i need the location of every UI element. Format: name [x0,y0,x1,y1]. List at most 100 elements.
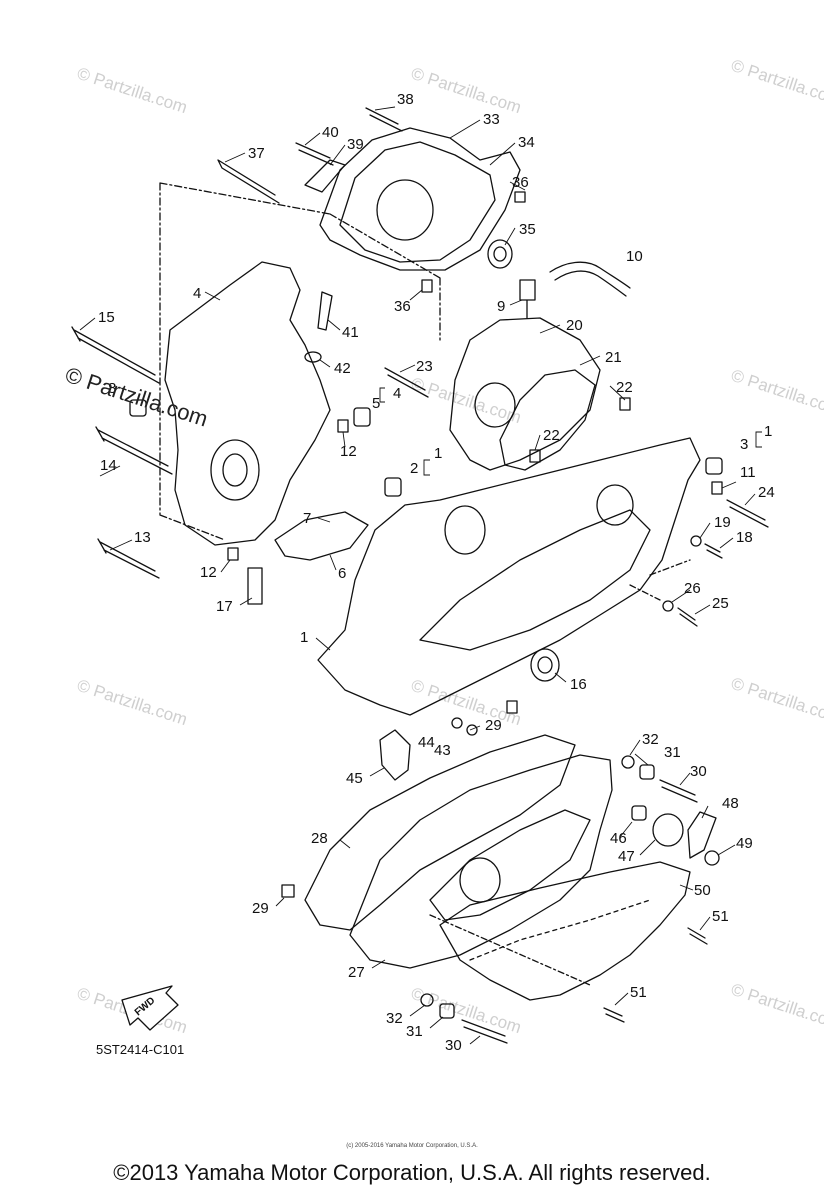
dipstick-41 [317,291,333,331]
callout-number: 31 [406,1023,423,1040]
leader-line [429,1016,444,1029]
leader-line [109,539,133,551]
callout-number: 18 [736,529,753,546]
leader-line [509,299,523,306]
dowel-36 [421,279,433,293]
leader-line [534,434,541,451]
collar-3 [705,457,723,475]
callout-number: 47 [618,848,635,865]
leader-line [509,181,526,191]
callout-number: 22 [616,379,633,396]
bolt-51 [687,927,708,945]
oil-seal-35-inner [493,246,507,262]
callout-labels: 38 33 34 40 39 37 36 35 10 36 4 9 41 20 … [98,91,775,1054]
dowel-22 [619,397,631,411]
callout-number: 10 [626,248,643,265]
cover-hole [376,179,434,241]
long-bolt-14 [95,426,173,475]
leader-line [239,597,253,606]
bracket-3-1 [755,431,762,448]
leader-line [409,289,423,301]
long-bolt-15 [71,326,160,384]
leader-line [679,772,691,786]
callout-number: 19 [714,514,731,531]
diagram-code: 5ST2414-C101 [96,1042,185,1057]
callout-number: 20 [566,317,583,334]
leader-line [329,144,346,166]
callout-number: 14 [100,457,117,474]
callout-number: 37 [248,145,265,162]
leader-line [619,821,633,838]
callout-number: 1 [434,445,442,462]
leader-line [204,291,221,301]
callout-number: 36 [512,174,529,191]
ref-dash-right [629,559,691,601]
crankcase-cover-27 [349,754,613,969]
callout-number: 2 [410,460,418,477]
callout-number: 12 [340,443,357,460]
callout-number: 46 [610,830,627,847]
callout-number: 4 [193,285,201,302]
leader-line [342,431,346,448]
watermark: © Partzilla.com [409,64,524,117]
bearing-5 [353,407,371,427]
leader-line [409,1004,426,1017]
callout-number: 34 [518,134,535,151]
leader-line [634,753,649,766]
callout-number: 43 [434,742,451,759]
callout-number: 36 [394,298,411,315]
long-bolt-37 [217,159,280,204]
washer-32 [621,755,635,769]
o-ring-42 [304,351,322,363]
bolt-51 [603,1007,625,1023]
leader-line [504,227,516,246]
collar-31 [439,1003,455,1019]
leader-line [701,805,709,819]
callout-number: 30 [690,763,707,780]
watermark: © Partzilla.com [729,366,824,419]
gasket-28 [304,734,576,931]
leader-line [339,839,351,849]
leader-line [469,1035,481,1045]
crankcase-bore [210,439,260,501]
callout-number: 40 [322,124,339,141]
cover-27-inner [429,809,591,921]
callout-number: 3 [740,436,748,453]
leader-line [579,355,601,366]
callout-number: 13 [134,529,151,546]
line-art [71,107,769,1044]
crankcase-4 [164,261,331,546]
bolt-30 [659,779,698,803]
copyright-notice: ©2013 Yamaha Motor Corporation, U.S.A. A… [113,1160,711,1185]
callout-number: 27 [348,964,365,981]
leader-line [315,637,331,651]
leader-line [694,604,711,615]
leader-line [329,554,337,571]
leader-line [220,559,231,573]
bracket-1-2 [423,459,430,476]
pipe-17 [247,567,263,605]
collar-31 [639,764,655,780]
callout-number: 38 [397,91,414,108]
callout-number: 25 [712,595,729,612]
callout-number: 42 [334,360,351,377]
gasket-34 [339,141,496,263]
heat-shield-inner [469,899,651,961]
callout-number: 51 [630,984,647,1001]
washer-44 [451,717,463,729]
leader-lines [79,106,762,1045]
small-copyright: (c) 2005-2016 Yamaha Motor Corporation, … [346,1143,478,1149]
callout-number: 11 [740,464,756,481]
gasket-21 [499,369,596,471]
leader-line [449,119,481,139]
callout-number: 49 [736,835,753,852]
nut-43 [466,724,478,736]
leader-line [469,725,481,731]
collar-46 [631,805,647,821]
bracket-5-4 [379,387,385,403]
watermark: © Partzilla.com [409,374,524,427]
leader-line [369,767,385,777]
washer-32 [420,993,434,1007]
leader-line [717,844,736,856]
